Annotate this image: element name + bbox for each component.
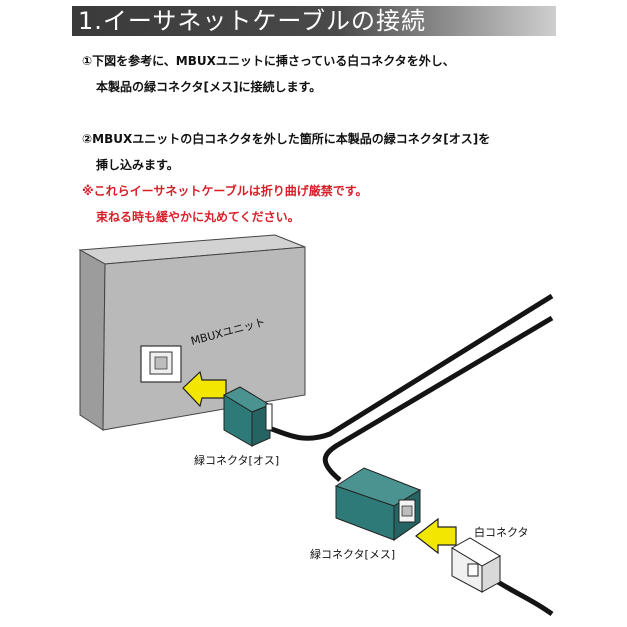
step1-line2: 本製品の緑コネクタ[メス]に接続します。 [96, 80, 322, 94]
step2-line1: ②MBUXユニットの白コネクタを外した箇所に本製品の緑コネクタ[オス]を [82, 132, 491, 146]
mbux-unit [78, 234, 306, 431]
male-green-connector [222, 386, 273, 447]
insert-arrow-2 [415, 517, 457, 555]
female-connector-label: 緑コネクタ[メス] [310, 547, 395, 561]
insert-arrow-1 [182, 370, 227, 408]
white-connector [451, 537, 501, 593]
warning-line2: 束ねる時も緩やかに丸めてください。 [96, 210, 300, 224]
cable-female [322, 315, 554, 482]
female-green-connector [334, 467, 422, 541]
page-title: 1.イーサネットケーブルの接続 [78, 7, 426, 35]
male-connector-label: 緑コネクタ[オス] [194, 453, 279, 467]
warning-line1: ※これらイーサネットケーブルは折り曲げ厳禁です。 [82, 184, 368, 198]
step2-line2: 挿し込みます。 [96, 158, 179, 172]
title-bar: 1.イーサネットケーブルの接続 [72, 6, 556, 36]
unit-port [140, 345, 182, 383]
step1-line1: ①下図を参考に、MBUXユニットに挿さっている白コネクタを外し、 [82, 54, 455, 68]
cable-white [490, 575, 554, 617]
white-connector-label: 白コネクタ [474, 525, 529, 539]
